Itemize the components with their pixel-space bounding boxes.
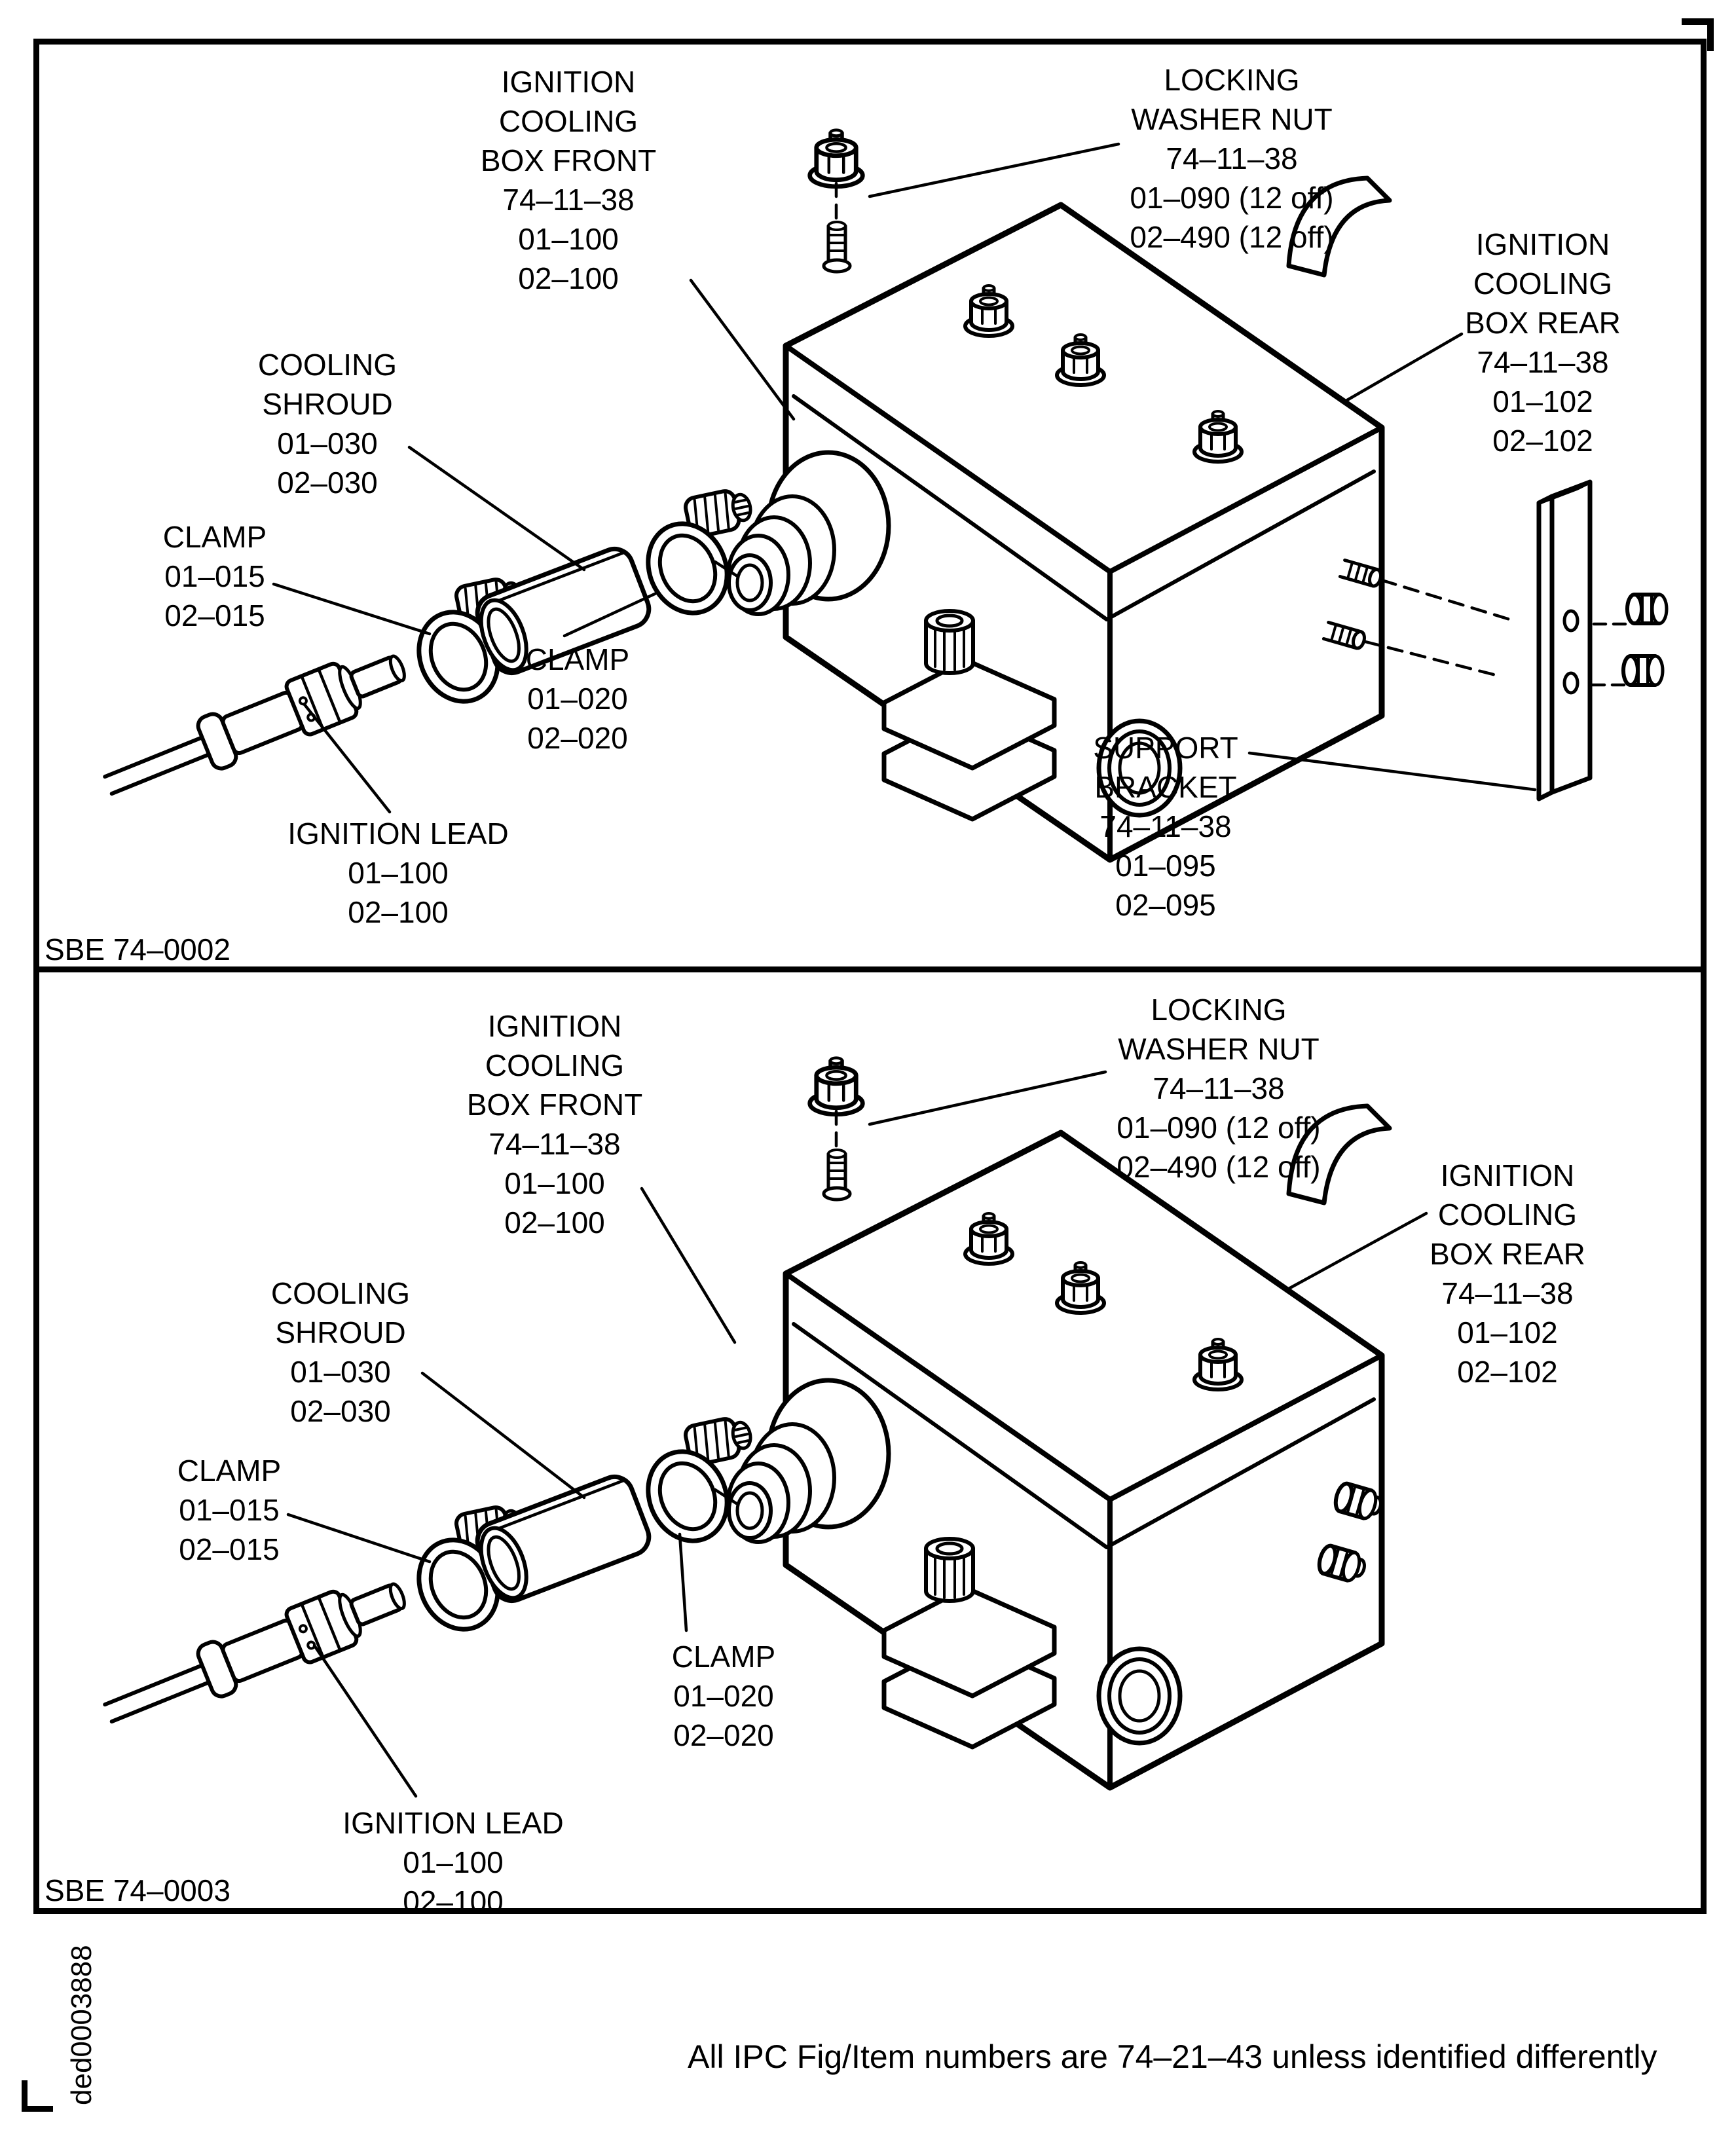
figure-code-label: SBE 74–0003	[45, 1873, 231, 1907]
figure-code-label: SBE 74–0002	[45, 932, 231, 966]
leader-lines	[286, 1070, 1428, 1798]
clamp-020-label: CLAMP 01–020 02–020	[525, 642, 630, 755]
locking-washer-nut-label: LOCKING WASHER NUT 74–11–38 01–090 (12 o…	[1117, 993, 1321, 1184]
clamp-015-label: CLAMP 01–015 02–015	[177, 1454, 282, 1566]
leader-lines	[272, 142, 1537, 814]
panel1-labels: IGNITION COOLING BOX FRONT 74–11–38 01–1…	[39, 45, 1701, 966]
clamp-015-label: CLAMP 01–015 02–015	[162, 520, 267, 633]
cooling-shroud-label: COOLING SHROUD 01–030 02–030	[270, 1276, 411, 1428]
ignition-lead-label: IGNITION LEAD 01–100 02–100	[287, 817, 509, 929]
ignition-cooling-box-rear-label: IGNITION COOLING BOX REAR 74–11–38 01–10…	[1430, 1158, 1585, 1389]
ignition-cooling-box-rear-label: IGNITION COOLING BOX REAR 74–11–38 01–10…	[1465, 227, 1621, 458]
ignition-lead-label: IGNITION LEAD 01–100 02–100	[342, 1806, 564, 1919]
document-number: ded0003888	[65, 1945, 98, 2105]
corner-mark-bottom-left	[22, 2080, 53, 2112]
assembly-dashed-lines	[713, 1109, 838, 1506]
support-bracket-part	[1536, 479, 1593, 801]
locking-washer-nut-label: LOCKING WASHER NUT 74–11–38 01–090 (12 o…	[1130, 63, 1334, 254]
cooling-shroud-label: COOLING SHROUD 01–030 02–030	[257, 348, 397, 500]
panel2-labels: IGNITION COOLING BOX FRONT 74–11–38 01–1…	[39, 975, 1701, 1919]
ignition-cooling-box-front-label: IGNITION COOLING BOX FRONT 74–11–38 01–1…	[466, 1009, 643, 1240]
panel-divider	[33, 966, 1707, 972]
assembly-dashed-lines	[713, 181, 1631, 687]
ignition-cooling-box-front-label: IGNITION COOLING BOX FRONT 74–11–38 01–1…	[480, 65, 657, 295]
support-bracket-label: SUPPORT BRACKET 74–11–38 01–095 02–095	[1093, 731, 1238, 922]
footer-note: All IPC Fig/Item numbers are 74–21–43 un…	[688, 2038, 1657, 2075]
figure-sbe-74-0003	[39, 972, 1428, 1798]
corner-mark-top-right	[1682, 18, 1714, 51]
clamp-020-label: CLAMP 01–020 02–020	[671, 1640, 776, 1752]
figure-sbe-74-0002	[39, 45, 1701, 966]
